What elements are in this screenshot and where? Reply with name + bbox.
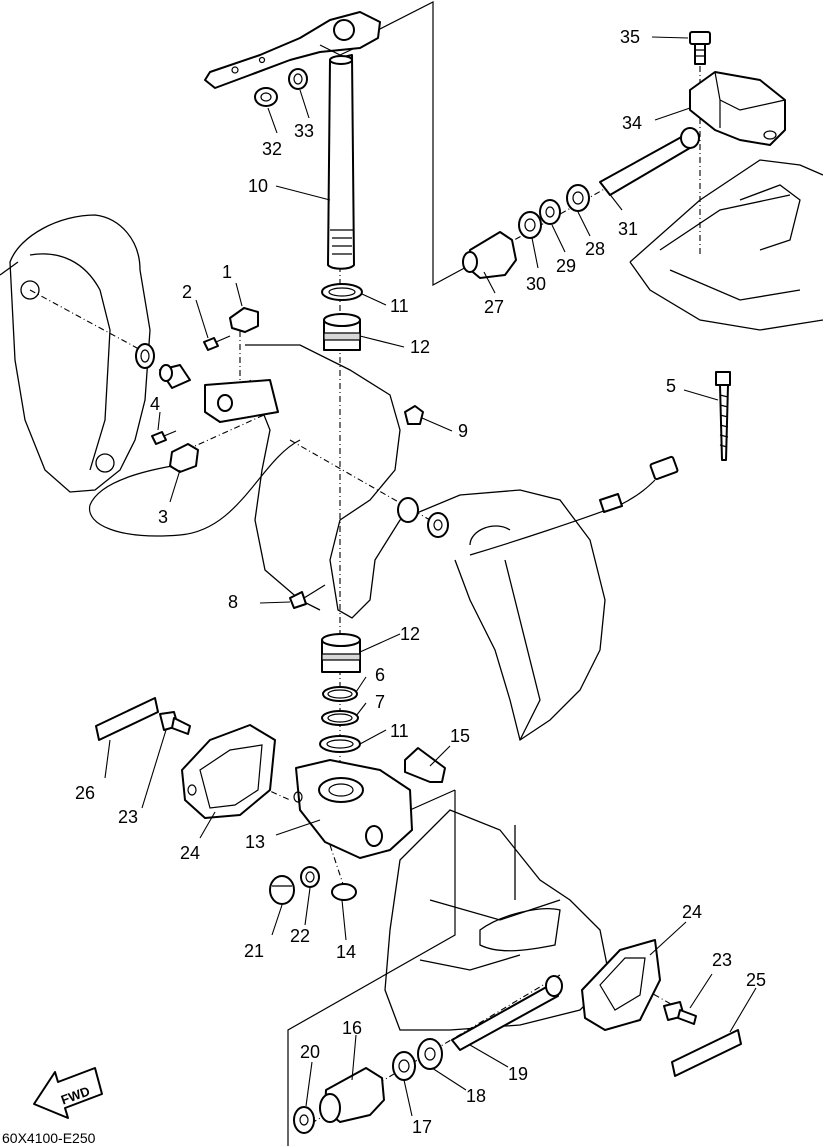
callout-3: 3 xyxy=(158,507,168,527)
callout-35: 35 xyxy=(620,27,640,47)
fwd-arrow-icon: FWD xyxy=(33,1067,103,1119)
upper-bracket-body xyxy=(204,379,279,423)
bushing-12-lower xyxy=(321,633,361,673)
mount-cover-34 xyxy=(689,71,786,146)
callout-4: 4 xyxy=(150,394,160,414)
washer-33 xyxy=(288,68,308,90)
wire-connector xyxy=(469,455,679,556)
bolt-35 xyxy=(689,31,711,65)
cap-nut-21 xyxy=(269,875,295,905)
callout-14: 14 xyxy=(336,942,356,962)
steering-shaft xyxy=(327,54,355,270)
bolt-23-left xyxy=(159,711,191,735)
mount-rubber-27 xyxy=(462,231,517,279)
callout-12-lower: 12 xyxy=(400,624,420,644)
callout-23-left: 23 xyxy=(118,807,138,827)
washer-28 xyxy=(566,184,590,212)
callout-7: 7 xyxy=(375,692,385,712)
callout-19: 19 xyxy=(508,1064,528,1084)
callout-16: 16 xyxy=(342,1018,362,1038)
callout-22: 22 xyxy=(290,926,310,946)
callout-15: 15 xyxy=(450,726,470,746)
mount-rubber-16 xyxy=(319,1067,385,1123)
callout-31: 31 xyxy=(618,219,638,239)
callout-8: 8 xyxy=(228,592,238,612)
callout-24-right: 24 xyxy=(682,902,702,922)
label-26 xyxy=(95,697,159,741)
callout-30: 30 xyxy=(526,274,546,294)
swivel-bracket-ghost xyxy=(0,214,151,493)
bolt-19 xyxy=(451,975,563,1051)
washer-11-upper xyxy=(321,283,363,301)
callout-21: 21 xyxy=(244,941,264,961)
callout-33: 33 xyxy=(294,121,314,141)
callout-32: 32 xyxy=(262,139,282,159)
bolt-31 xyxy=(599,127,700,196)
figure-code: 60X4100-E250 xyxy=(2,1130,96,1146)
center-lines xyxy=(29,40,701,1131)
callout-24-left: 24 xyxy=(180,843,200,863)
callout-20: 20 xyxy=(300,1042,320,1062)
callout-labels: 1 2 3 4 5 6 7 8 9 10 11 11 12 12 13 14 1… xyxy=(75,27,766,1137)
callout-9: 9 xyxy=(458,421,468,441)
callout-11-upper: 11 xyxy=(390,296,409,316)
washer-bracket-left xyxy=(135,343,155,369)
bracket-plate-ghost xyxy=(629,159,823,331)
screw-2 xyxy=(203,335,231,351)
bushing-bracket-left xyxy=(159,364,191,389)
callout-25: 25 xyxy=(746,970,766,990)
callout-18: 18 xyxy=(466,1086,486,1106)
callout-1: 1 xyxy=(222,262,232,282)
upper-housing-ghost xyxy=(245,344,606,742)
callout-10: 10 xyxy=(248,176,268,196)
callout-17: 17 xyxy=(412,1117,432,1137)
cable-tie-5 xyxy=(715,371,731,461)
callout-2: 2 xyxy=(182,282,192,302)
callout-29: 29 xyxy=(556,256,576,276)
callout-28: 28 xyxy=(585,239,605,259)
washer-30 xyxy=(518,211,542,239)
lower-housing-ghost xyxy=(384,809,611,1031)
washer-20 xyxy=(293,1106,315,1134)
nut-32 xyxy=(254,87,278,107)
bushing-12-upper xyxy=(323,313,361,351)
callout-34: 34 xyxy=(622,113,642,133)
cover-24-left xyxy=(181,724,276,819)
sensor-3 xyxy=(89,439,301,537)
callout-27: 27 xyxy=(484,297,504,317)
callout-13: 13 xyxy=(245,832,265,852)
callout-11-lower: 11 xyxy=(390,721,409,741)
steering-arm xyxy=(204,11,381,89)
washer-9 xyxy=(404,405,424,425)
callout-6: 6 xyxy=(375,665,385,685)
washer-7 xyxy=(321,710,359,726)
callout-5: 5 xyxy=(666,376,676,396)
bracket-15 xyxy=(404,747,446,783)
o-ring-6 xyxy=(322,686,358,702)
callout-26: 26 xyxy=(75,783,95,803)
leader-lines xyxy=(104,36,757,1117)
washer-17 xyxy=(392,1051,416,1081)
circlip-14 xyxy=(331,883,357,901)
bolt-23-right xyxy=(663,1001,697,1025)
group-frame-bottom xyxy=(287,789,456,1146)
grommet-bracket-right xyxy=(397,497,449,538)
group-frame-top xyxy=(377,1,471,287)
washer-11-lower xyxy=(319,735,361,753)
callout-12-upper: 12 xyxy=(410,337,430,357)
lower-mount-bracket-13 xyxy=(293,759,413,859)
label-25 xyxy=(671,1029,742,1077)
clamp-1 xyxy=(229,307,259,333)
washer-22 xyxy=(300,866,320,888)
callout-23-right: 23 xyxy=(712,950,732,970)
washer-29 xyxy=(539,199,561,225)
screw-8 xyxy=(289,584,326,609)
washer-18 xyxy=(417,1038,443,1070)
screw-4 xyxy=(151,430,177,445)
cover-24-right xyxy=(581,939,661,1031)
